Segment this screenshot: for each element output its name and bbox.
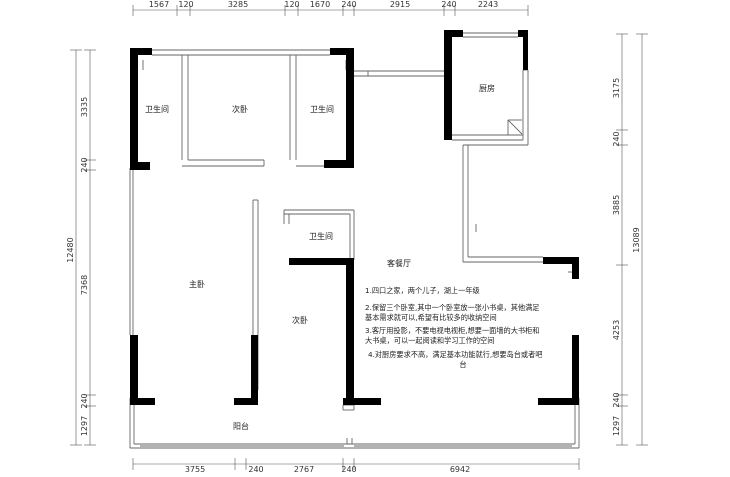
top-dim-5: 1670 bbox=[310, 0, 330, 9]
wall-cutouts bbox=[234, 335, 251, 398]
bottom-dim-5: 6942 bbox=[450, 465, 470, 474]
left-dimension-chain bbox=[70, 49, 96, 446]
note-2-line2: 基本需求就可以,希望有比较多的收纳空间 bbox=[365, 313, 497, 322]
bottom-dim-3: 2767 bbox=[294, 465, 314, 474]
top-dim-7: 2915 bbox=[390, 0, 410, 9]
note-1: 1.四口之家，两个儿子，湖上一年级 bbox=[365, 286, 480, 295]
right-dim-2: 240 bbox=[612, 131, 621, 146]
left-dim-2: 240 bbox=[80, 157, 89, 172]
bottom-dim-2: 240 bbox=[248, 465, 263, 474]
room-label-bath2: 卫生间 bbox=[310, 104, 334, 114]
top-dim-9: 2243 bbox=[478, 0, 498, 9]
left-dim-3: 7368 bbox=[80, 275, 89, 295]
room-label-kitchen: 厨房 bbox=[479, 83, 495, 93]
top-dim-6: 240 bbox=[341, 0, 356, 9]
left-dim-5: 1297 bbox=[80, 416, 89, 436]
room-label-master: 主卧 bbox=[189, 279, 205, 289]
note-4-line1: 4.对厨房要求不高，满足基本功能就行,想要岛台或者吧 bbox=[368, 350, 542, 359]
room-label-bath3: 卫生间 bbox=[309, 231, 333, 241]
left-dim-total: 12480 bbox=[66, 237, 75, 262]
top-dim-4: 120 bbox=[284, 0, 299, 9]
top-dim-8: 240 bbox=[441, 0, 456, 9]
top-dim-3: 3285 bbox=[228, 0, 248, 9]
right-dimension-chain bbox=[616, 33, 648, 446]
note-3-line2: 大书桌，可以一起阅读和学习工作的空间 bbox=[365, 336, 494, 345]
bottom-dimension-chain bbox=[132, 458, 580, 470]
top-dimension-chain bbox=[132, 5, 529, 16]
room-label-bedroom2: 次卧 bbox=[232, 104, 248, 114]
room-label-balcony: 阳台 bbox=[233, 421, 249, 431]
thin-walls bbox=[129, 32, 580, 449]
thick-walls bbox=[130, 30, 579, 405]
note-4-line2: 台 bbox=[459, 360, 466, 369]
room-label-living: 客餐厅 bbox=[387, 258, 411, 268]
left-dim-4: 240 bbox=[80, 393, 89, 408]
room-label-bedroom3: 次卧 bbox=[292, 315, 308, 325]
right-dim-1: 3175 bbox=[612, 78, 621, 98]
right-dim-6: 1297 bbox=[612, 416, 621, 436]
bottom-dim-1: 3755 bbox=[185, 465, 205, 474]
right-dim-3: 3885 bbox=[612, 195, 621, 215]
top-dim-1: 1567 bbox=[149, 0, 169, 9]
left-dim-1: 3335 bbox=[80, 97, 89, 117]
right-dim-5: 240 bbox=[612, 392, 621, 407]
bottom-dim-4: 240 bbox=[341, 465, 356, 474]
note-3-line1: 3.客厅用投影，不要电视电视柜,想要一面墙的大书柜和 bbox=[365, 326, 539, 335]
room-label-bath1: 卫生间 bbox=[145, 104, 169, 114]
right-dim-4: 4253 bbox=[612, 320, 621, 340]
right-dim-total: 13089 bbox=[632, 227, 641, 252]
note-2-line1: 2.保留三个卧室,其中一个卧室放一张小书桌，其他满足 bbox=[365, 303, 539, 312]
top-dim-2: 120 bbox=[178, 0, 193, 9]
